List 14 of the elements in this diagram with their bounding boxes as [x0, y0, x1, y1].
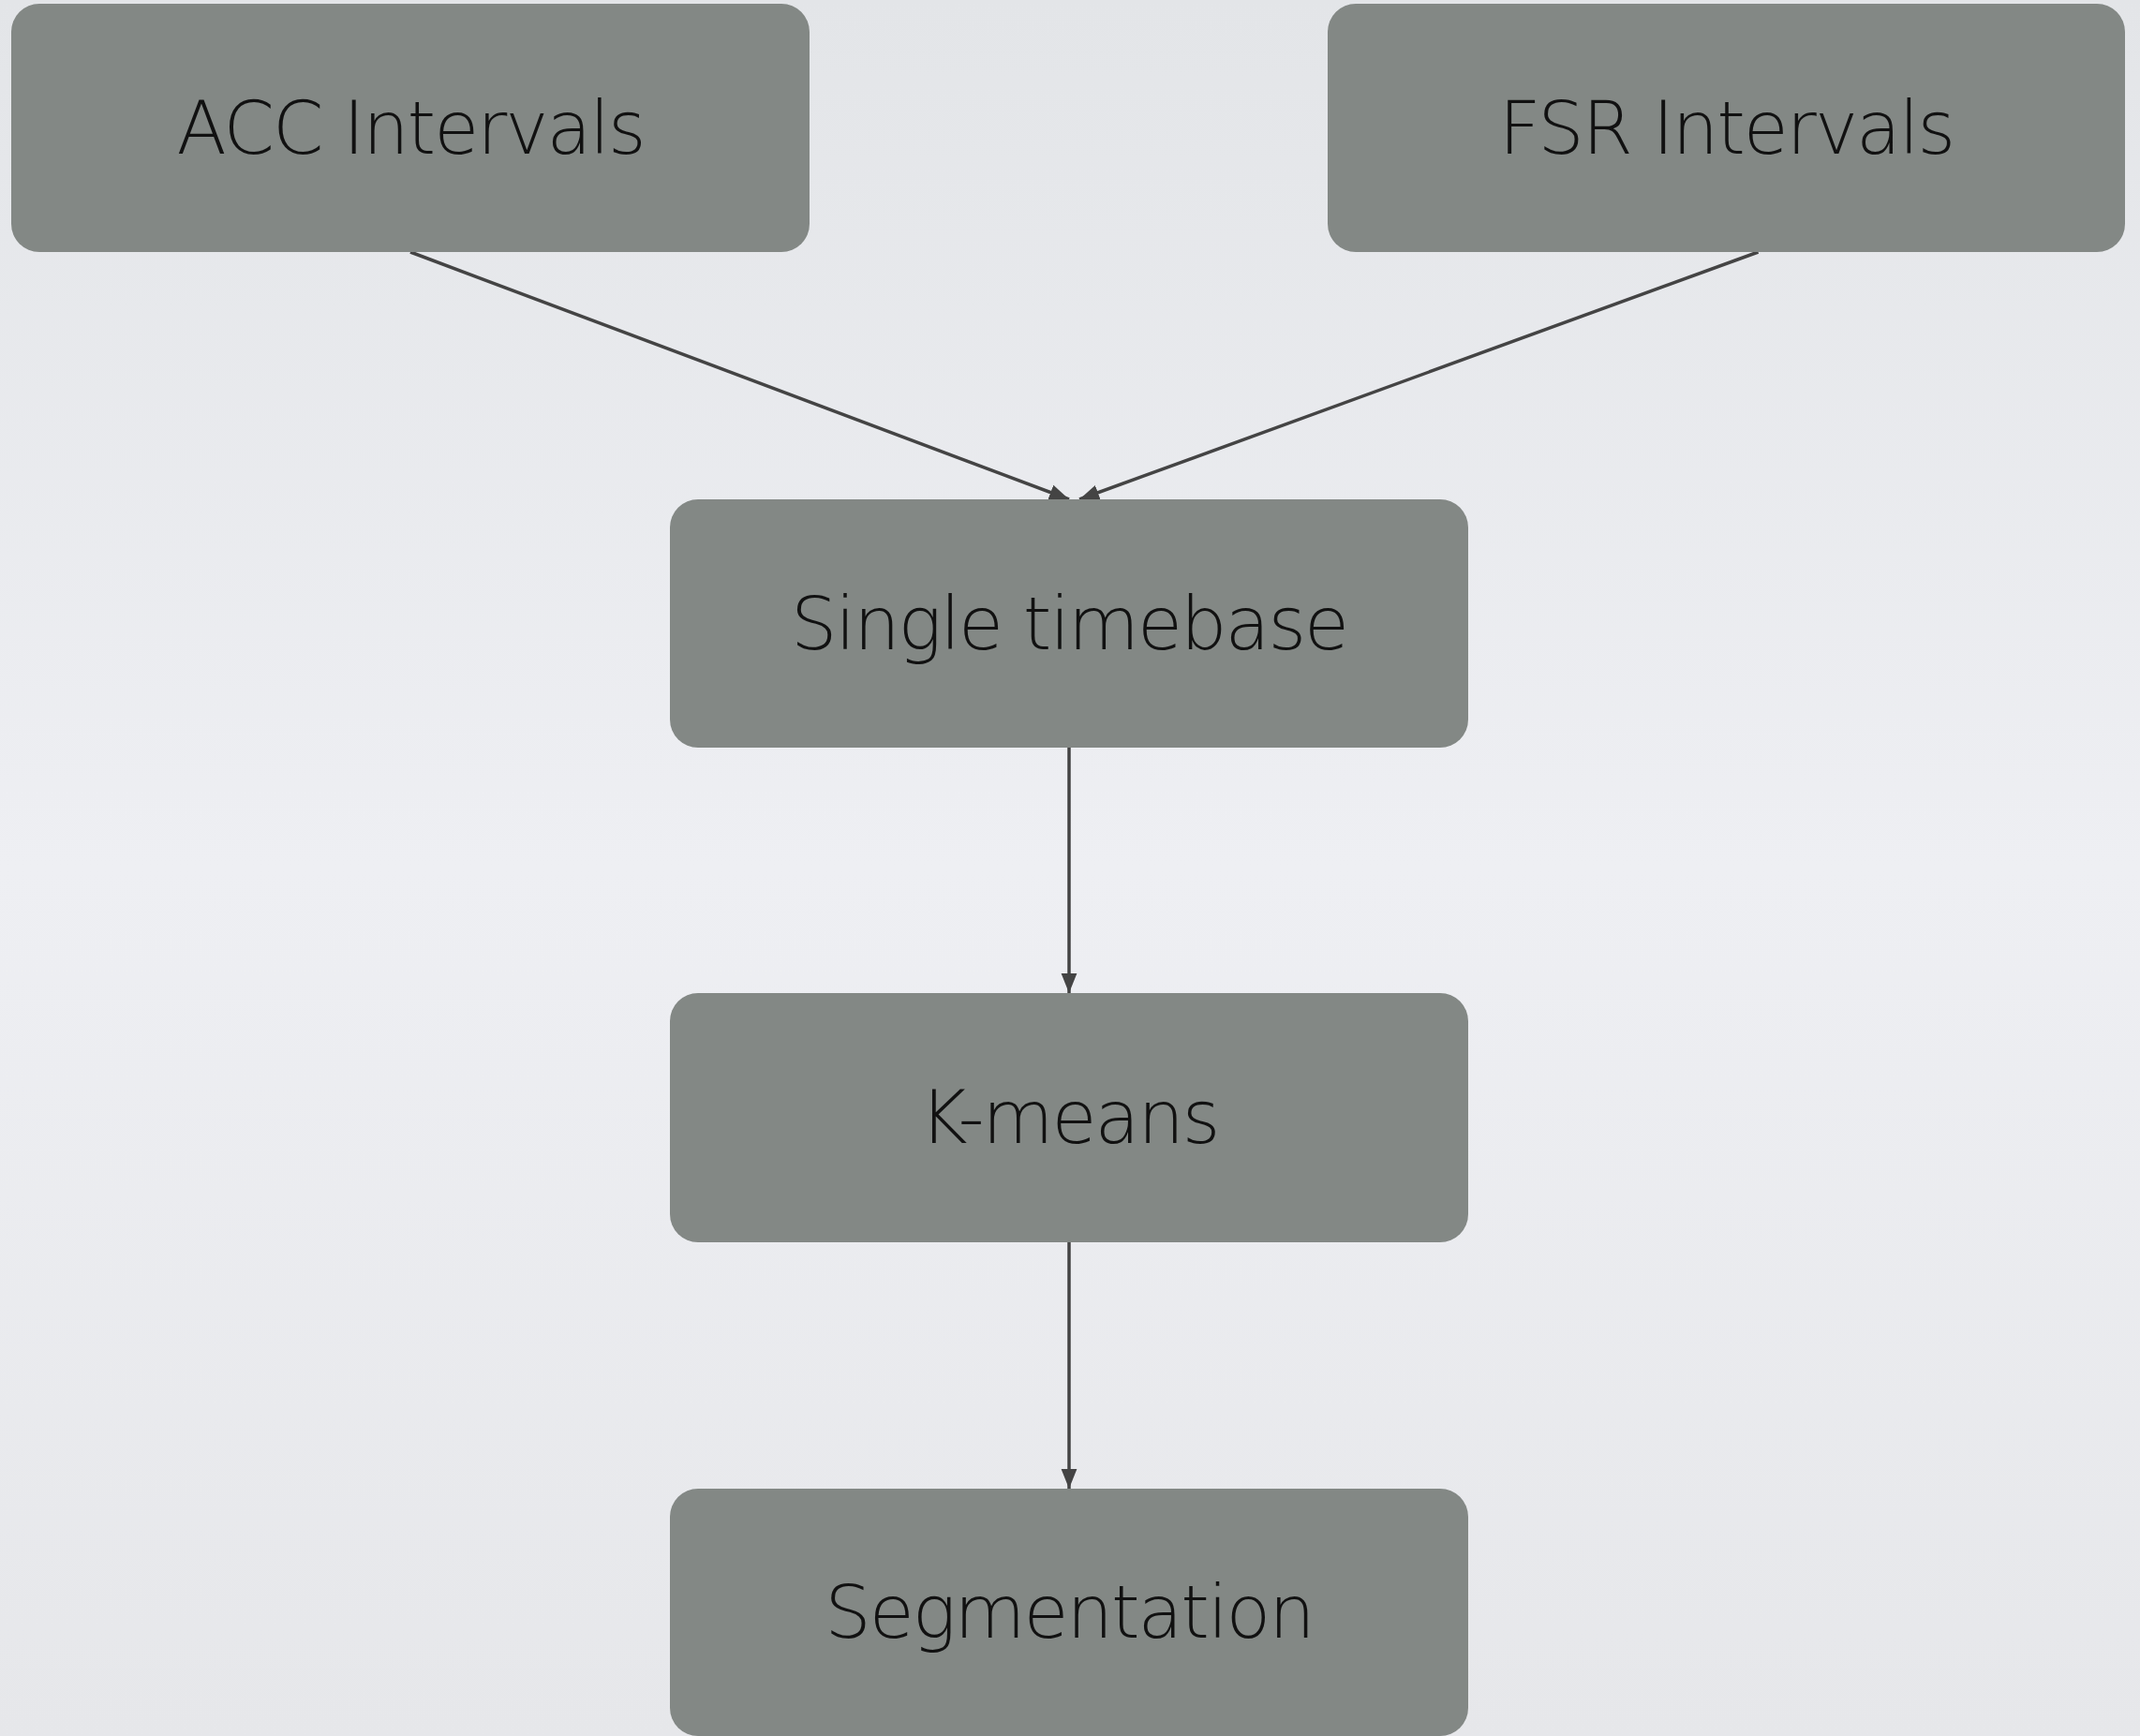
process-box — [670, 499, 1468, 748]
arrow — [409, 250, 1070, 501]
box-label: FSR Intervals — [1498, 85, 1954, 171]
box-label: K-means — [919, 1076, 1219, 1160]
process-box — [670, 1489, 1468, 1736]
box-label: Single timebase — [790, 581, 1347, 666]
arrow — [1061, 748, 1077, 993]
arrow — [1078, 250, 1760, 501]
process-box — [11, 4, 810, 252]
box-label: Segmentation — [825, 1570, 1314, 1654]
process-box — [1328, 4, 2125, 252]
arrow — [1061, 1242, 1077, 1489]
box-label: ACC Intervals — [176, 85, 645, 171]
process-box — [670, 993, 1468, 1242]
